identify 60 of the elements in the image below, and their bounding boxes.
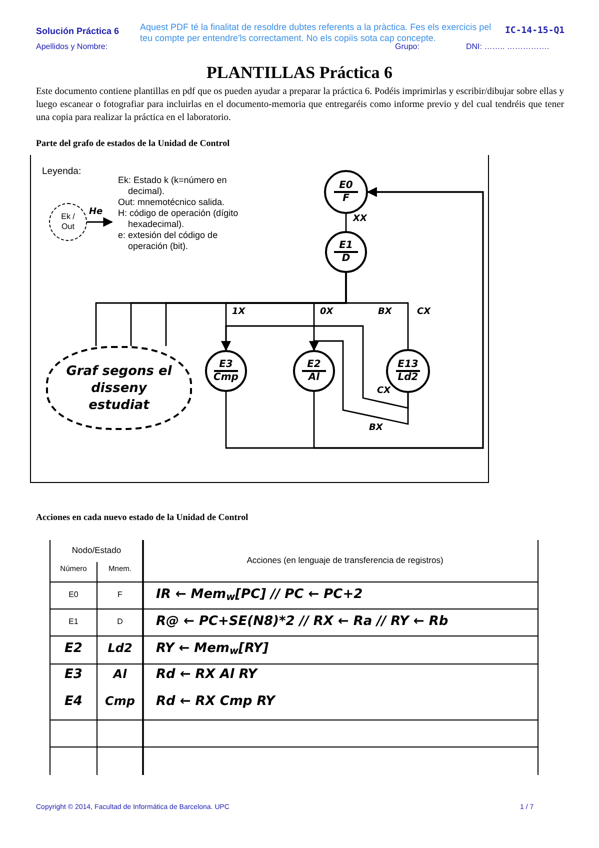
- edge-label: CX: [416, 307, 432, 317]
- state-output: Out: [62, 222, 74, 232]
- arrow: [309, 340, 409, 425]
- state-number: E0: [68, 589, 80, 601]
- legend-heading: Leyenda:: [42, 165, 82, 179]
- state-id: E0: [339, 180, 353, 192]
- column-header: Nodo/Estado: [70, 544, 122, 557]
- connector-line: [165, 273, 347, 346]
- state-mnemonic: Ld2: [106, 640, 134, 657]
- edge-label: CX: [376, 386, 392, 396]
- state-number: E2: [64, 640, 84, 658]
- state-id: E3: [219, 359, 233, 370]
- state-id: E13: [398, 359, 418, 370]
- id-field-label: DNI: …….. …………….: [466, 41, 550, 53]
- state-number: E3: [64, 666, 84, 684]
- connector-line: [345, 214, 347, 231]
- state-output: F: [342, 192, 350, 204]
- note-text: Graf segons el disseny estudiat: [65, 362, 173, 414]
- state-output: Al: [308, 372, 320, 383]
- warning-note: Aquest PDF té la finalitat de resoldre dubtes referents a la pràctica. Fes els exercicis pel teu compte per entendre'ls correctament. No els copiïs sota cap concepte.: [140, 22, 492, 43]
- column-header: Acciones (en lenguaje de transferencia de registros): [246, 555, 444, 566]
- name-field-label: Apellidos y Nombre:: [36, 41, 109, 53]
- state-mnemonic: D: [116, 616, 124, 628]
- course-code: IC-14-15-Q1: [505, 25, 566, 38]
- page-title: PLANTILLAS Práctica 6: [205, 62, 394, 84]
- state-mnemonic: Cmp: [104, 693, 136, 710]
- state-id: E2: [307, 359, 321, 370]
- legend-text: e: extesión del código de operación (bit).: [118, 230, 219, 252]
- action-text: R@ ← PC+SE(N8)*2 // RX ← Ra // RY ← Rb: [156, 613, 450, 631]
- arrow: [313, 187, 484, 449]
- state-mnemonic: Al: [112, 666, 128, 683]
- section-heading: Parte del grafo de estados de la Unidad de Control: [36, 137, 231, 150]
- action-text: IR ← Mem$_{w}$[PC] // PC ← PC+2: [156, 586, 364, 604]
- legend-text: H: código de operación (dígito hexadecimal).: [118, 208, 240, 230]
- legend-text: Ek: Estado k (k=número en decimal).: [118, 175, 228, 197]
- state-output: D: [342, 252, 350, 264]
- transition-label: BX: [378, 307, 393, 317]
- edge-label: 0X: [319, 307, 334, 317]
- action-text: RY ← Mem$_{w}$[RY]: [156, 640, 270, 658]
- action-text: Rd ← RX Cmp RY: [156, 693, 277, 711]
- state-mnemonic: F: [116, 589, 124, 601]
- state-id: Ek /: [61, 212, 75, 222]
- legend-text: Out: mnemotécnico salida.: [118, 197, 226, 208]
- state-output: Ld2: [398, 372, 418, 383]
- intro-paragraph: Este documento contiene plantillas en pdf que os pueden ayudar a preparar la práctica 6. Podéis imprimirlas y escribir/dibujar sobre ellas y luego escanear o fotografiar para incluirlas en el documento-memoria que entregaréis como informe previo y del cual tendréis que tener una copia para realizar la práctica en el laboratorio.: [36, 86, 564, 125]
- edge-label: He: [88, 207, 104, 217]
- state-output: Cmp: [214, 372, 238, 383]
- dashed-cloud: [46, 346, 192, 430]
- section-heading: Acciones en cada nuevo estado de la Unidad de Control: [36, 511, 250, 524]
- arrow: [221, 325, 409, 409]
- state-id: E1: [339, 240, 353, 252]
- edge-label: BX: [368, 423, 384, 433]
- edge-label: XX: [352, 214, 368, 224]
- arrow: [87, 217, 113, 227]
- state-number: E1: [68, 616, 80, 628]
- action-text: Rd ← RX Al RY: [156, 666, 259, 684]
- edge-label: 1X: [231, 307, 246, 317]
- header-title: Solución Práctica 6: [36, 25, 120, 38]
- group-field-label: Grupo:: [395, 42, 420, 53]
- state-number: E4: [64, 693, 84, 711]
